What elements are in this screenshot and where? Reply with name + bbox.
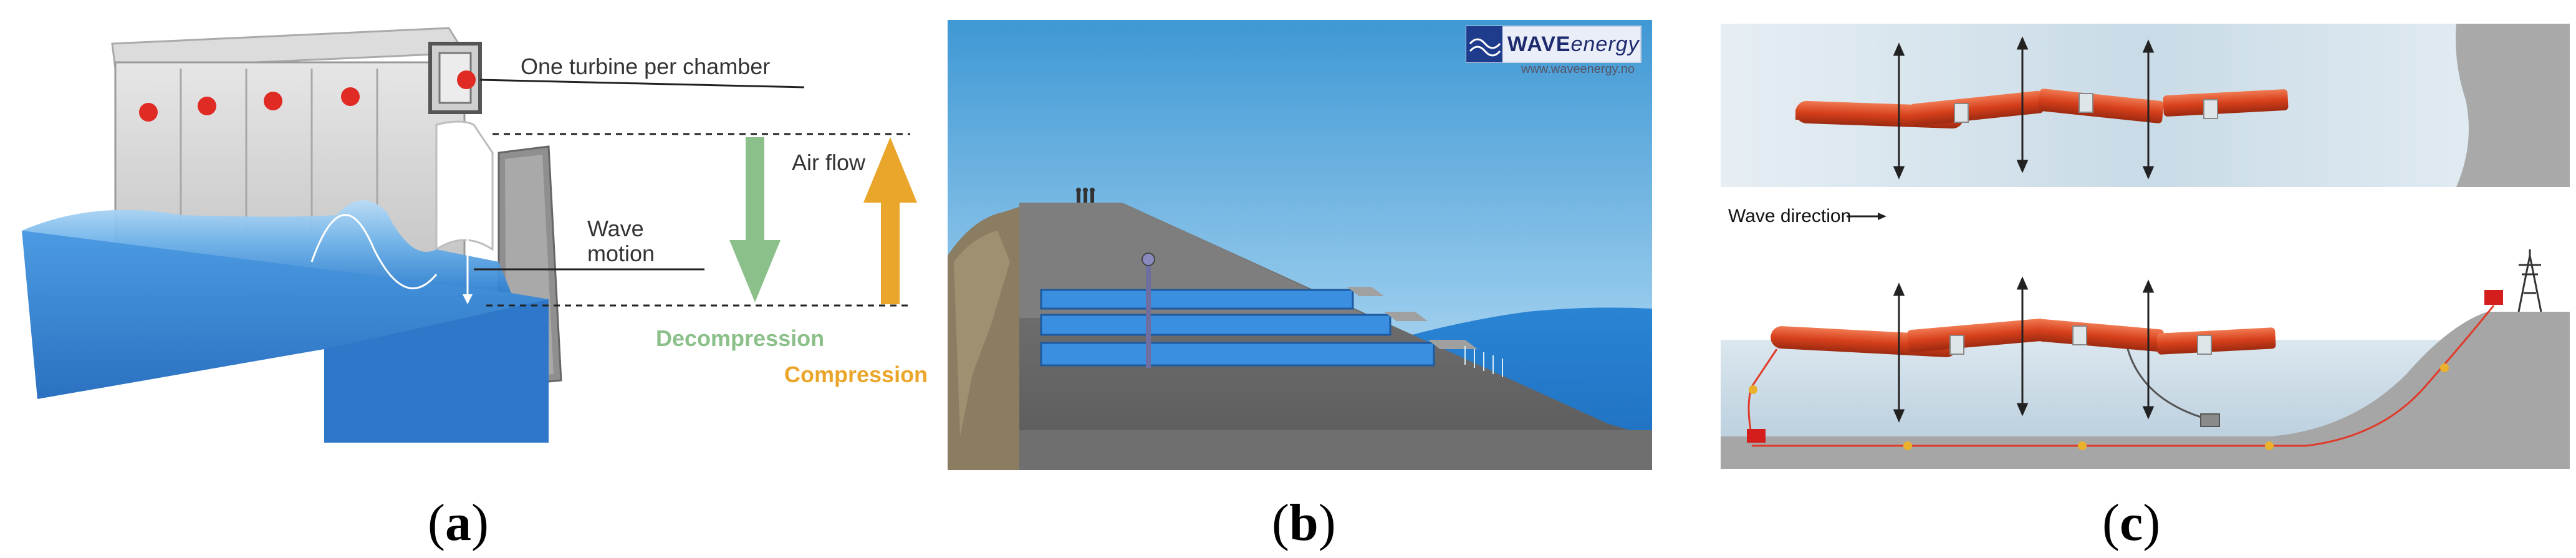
cable-markers [1749, 363, 2449, 450]
overtopping-reservoirs [1040, 289, 1435, 367]
turbine-marker [198, 97, 216, 115]
hub-icon [1747, 429, 1766, 443]
turbine-marker [264, 92, 282, 110]
panel-a: One turbine per chamber Air flow Wave mo… [0, 0, 928, 558]
seabed [1019, 430, 1652, 470]
panel-c: Wave direction (c) [1708, 0, 2576, 558]
turbine-marker [341, 87, 360, 106]
oscillating-water-column-illustration [22, 27, 917, 443]
air-flow-label: Air flow [792, 150, 866, 175]
attenuator-device-illustration [1721, 24, 2570, 469]
device-plan-view [1795, 89, 2289, 129]
turbine-shaft [1146, 256, 1151, 368]
breakwater-cross-section-illustration [948, 20, 1652, 470]
wave-logo-icon [1469, 38, 1501, 57]
panel-b: WAVEenergy www.waveenergy.no (b) [935, 0, 1671, 558]
elevation-view-motion-arrows [1893, 276, 2155, 423]
wave-profile [310, 214, 438, 289]
caption-b: (b) [1272, 494, 1336, 552]
wave-motion-label-line2: motion [587, 241, 655, 266]
elevation-seabed [1721, 312, 2570, 469]
mooring-anchor [2200, 413, 2220, 427]
pylon-icon [2517, 249, 2542, 312]
people-icons [1076, 188, 1095, 203]
turbine-icon [1141, 253, 1155, 266]
compression-arrow [881, 200, 900, 304]
wave-motion-label-line1: Wave [587, 216, 644, 241]
plan-view-shore [2456, 24, 2570, 187]
brand-url: www.waveenergy.no [1521, 62, 1635, 76]
plan-view-motion-arrows [1893, 36, 2155, 180]
decompression-arrow [746, 137, 764, 243]
substation-icon [2484, 290, 2503, 305]
device-elevation-view [1771, 318, 2276, 357]
brand-name: WAVEenergy [1507, 32, 1640, 56]
compression-label: Compression [784, 362, 928, 387]
mooring-line [2125, 341, 2208, 420]
turbine-label: One turbine per chamber [521, 54, 771, 79]
caption-c: (c) [2102, 494, 2161, 552]
caption-a: (a) [428, 494, 489, 552]
turbine-marker [457, 70, 476, 89]
wave-direction-label: Wave direction [1728, 206, 1852, 226]
turbine-marker [139, 103, 158, 122]
decompression-label: Decompression [656, 325, 825, 351]
air-chamber [435, 120, 494, 251]
